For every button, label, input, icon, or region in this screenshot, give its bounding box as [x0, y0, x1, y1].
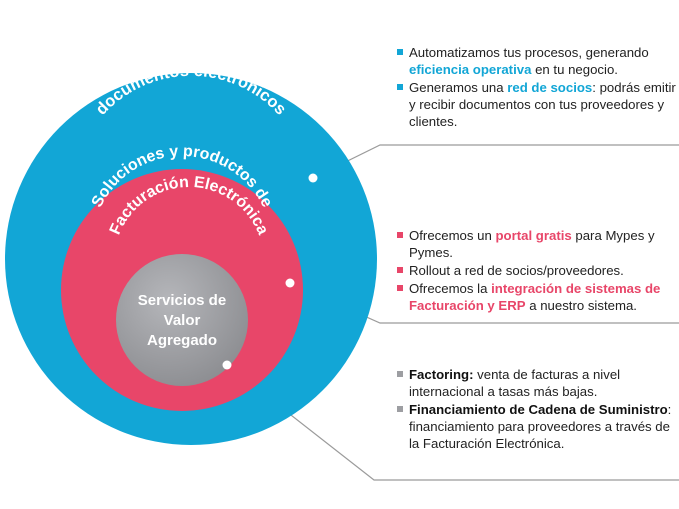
- middle-bullet-text: integración de sistemas de Facturación y…: [409, 281, 661, 313]
- bullet-square-icon: [397, 406, 403, 412]
- outer-bullet-text: : podrás emitir y recibir documentos con…: [409, 80, 676, 129]
- bullet-square-icon: [397, 285, 403, 291]
- middle-bullet-text: a nuestro sistema.: [525, 298, 637, 313]
- outer-bullet-text: Automatizamos tus procesos, generando: [409, 45, 649, 60]
- bullet-square-icon: [397, 232, 403, 238]
- bullet-square-icon: [397, 371, 403, 377]
- outer-bullet-text: eficiencia operativa: [409, 62, 532, 77]
- middle-bullet-item: Ofrecemos un portal gratis para Mypes y …: [397, 227, 679, 261]
- connector-dot-outer: [308, 173, 318, 183]
- inner-bullet-text: Factoring:: [409, 367, 474, 382]
- inner-bullet-text: : financiamiento para proveedores a trav…: [409, 402, 672, 451]
- outer-bullet-item: Automatizamos tus procesos, generando ef…: [397, 44, 679, 78]
- inner-label-line-3: Agregado: [147, 332, 217, 349]
- connector-dot-middle: [285, 278, 295, 288]
- outer-bullet-text: en tu negocio.: [531, 62, 618, 77]
- inner-label-line-2: Valor: [164, 312, 201, 329]
- middle-bullet-text: portal gratis: [495, 228, 572, 243]
- inner-bullet-text: venta de facturas a nivel internacional …: [409, 367, 621, 399]
- inner-bullet-item: Factoring: venta de facturas a nivel int…: [397, 366, 679, 400]
- middle-description: Ofrecemos un portal gratis para Mypes y …: [397, 227, 679, 315]
- outer-description: Automatizamos tus procesos, generando ef…: [397, 44, 679, 131]
- inner-label-line-1: Servicios de: [138, 292, 226, 309]
- inner-bullet-item: Financiamiento de Cadena de Suministro: …: [397, 401, 679, 452]
- outer-bullet-text: red de socios: [507, 80, 593, 95]
- connector-dot-inner: [222, 360, 232, 370]
- middle-bullet-item: Rollout a red de socios/proveedores.: [397, 262, 679, 279]
- middle-bullet-text: Ofrecemos la: [409, 281, 492, 296]
- middle-bullet-text: para Mypes y Pymes.: [409, 228, 655, 260]
- middle-bullet-text: Rollout a red de socios/proveedores.: [409, 263, 624, 278]
- connector-line-outer: [312, 144, 679, 179]
- outer-bullet-item: Generamos una red de socios: podrás emit…: [397, 79, 679, 130]
- inner-circle: [116, 254, 248, 386]
- outer-bullet-text: Generamos una: [409, 80, 508, 95]
- middle-bullet-item: Ofrecemos la integración de sistemas de …: [397, 280, 679, 314]
- inner-description: Factoring: venta de facturas a nivel int…: [397, 366, 679, 453]
- bullet-square-icon: [397, 84, 403, 90]
- bullet-square-icon: [397, 49, 403, 55]
- inner-bullet-text: Financiamiento de Cadena de Suministro: [409, 402, 668, 417]
- bullet-square-icon: [397, 267, 403, 273]
- middle-bullet-text: Ofrecemos un: [409, 228, 496, 243]
